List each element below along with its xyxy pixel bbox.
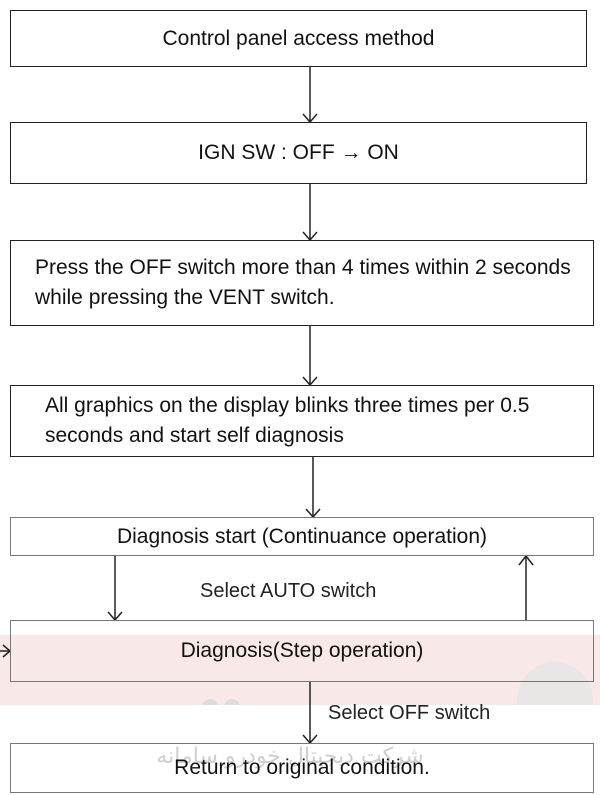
step-box-2: IGN SW : OFF → ON	[10, 122, 587, 184]
step-label-1: Control panel access method	[162, 26, 435, 50]
watermark-text: شرکت دیجیتال خودرو سامانه	[156, 744, 424, 769]
step-box-5: Diagnosis start (Continuance operation)	[10, 517, 594, 556]
select-auto-switch-label: Select AUTO switch	[200, 580, 377, 602]
step-box-7: Return to original condition.	[10, 743, 594, 793]
step-box-4: All graphics on the display blinks three…	[10, 385, 594, 457]
step-box-1: Control panel access method	[10, 10, 587, 67]
step-box-6: Diagnosis(Step operation)	[10, 620, 594, 682]
connector-arrowhead-6	[518, 554, 534, 566]
step-box-3: Press the OFF switch more than 4 times w…	[10, 240, 594, 326]
step-label-6: Diagnosis(Step operation)	[180, 639, 424, 662]
step-label-5: Diagnosis start (Continuance operation)	[116, 524, 488, 548]
step-label-3: Press the OFF switch more than 4 times w…	[35, 256, 571, 309]
step-label-2: IGN SW : OFF → ON	[198, 141, 399, 164]
step-label-7: Return to original condition.	[174, 756, 430, 779]
select-off-switch-label: Select OFF switch	[328, 702, 491, 724]
step-label-4: All graphics on the display blinks three…	[45, 394, 530, 447]
